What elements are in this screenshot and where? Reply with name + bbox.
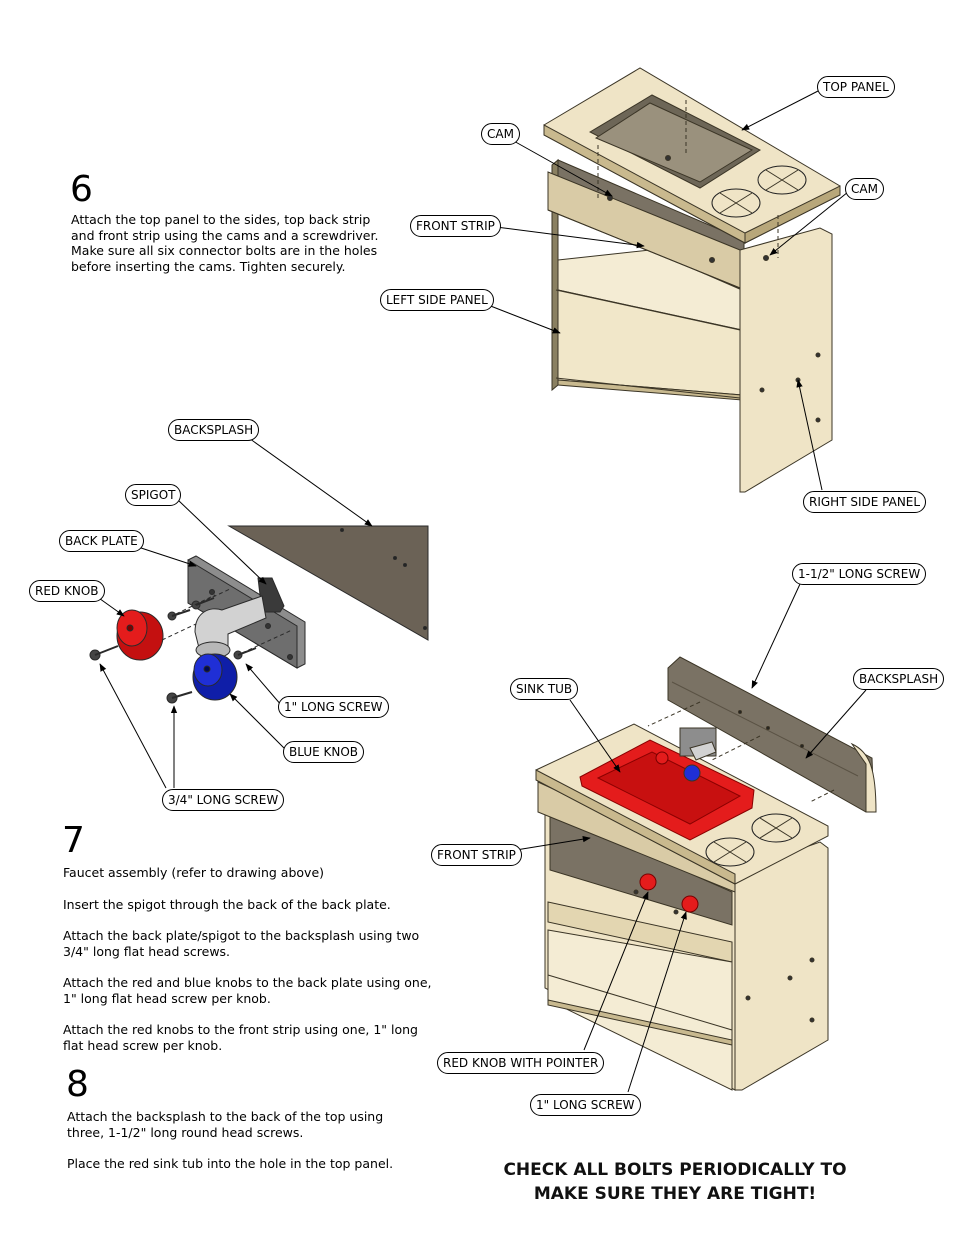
- step-7-paragraph: Insert the spigot through the back of th…: [63, 896, 391, 912]
- callout-blue-knob: BLUE KNOB: [283, 741, 365, 763]
- step-7-paragraph: Attach the back plate/spigot to the back…: [63, 928, 420, 959]
- faucet-leader-lines: [95, 435, 373, 789]
- callout-three-quarter-screw: 3/4" LONG SCREW: [162, 789, 285, 811]
- step-7-number: 7: [62, 820, 85, 861]
- callout-front-strip-2: FRONT STRIP: [431, 844, 522, 866]
- step-6-number: 6: [70, 169, 93, 210]
- callout-front-strip: FRONT STRIP: [410, 215, 501, 237]
- blue-knob-drawing: [192, 653, 238, 701]
- callout-backsplash-2: BACKSPLASH: [853, 668, 945, 690]
- step6-leader-lines: [487, 89, 849, 491]
- safety-warning: CHECK ALL BOLTS PERIODICALLY TO MAKE SUR…: [470, 1158, 880, 1206]
- callout-red-knob-pointer: RED KNOB WITH POINTER: [437, 1052, 605, 1074]
- callout-top-panel: TOP PANEL: [817, 76, 895, 98]
- callout-backsplash: BACKSPLASH: [168, 419, 260, 441]
- step-8-number: 8: [66, 1064, 89, 1105]
- step-7-paragraph: Attach the red knobs to the front strip …: [63, 1022, 418, 1053]
- step-6-paragraph: Attach the top panel to the sides, top b…: [71, 212, 379, 274]
- faucet-exploded-drawing: [89, 525, 429, 704]
- step-8-instructions: Attach the backsplash to the back of the…: [67, 1109, 412, 1188]
- warning-line-2: MAKE SURE THEY ARE TIGHT!: [533, 1184, 817, 1204]
- callout-cam-right: CAM: [845, 178, 884, 200]
- step-7-paragraph: Faucet assembly (refer to drawing above): [63, 865, 325, 880]
- red-sink-drawing: [579, 739, 755, 841]
- callout-right-side-panel: RIGHT SIDE PANEL: [803, 491, 927, 513]
- step8-leader-lines: [515, 583, 867, 1093]
- callout-spigot: SPIGOT: [125, 484, 182, 506]
- step8-kitchen-drawing: [535, 656, 877, 1091]
- step-8-paragraph: Attach the backsplash to the back of the…: [67, 1109, 384, 1140]
- step-6-instructions: Attach the top panel to the sides, top b…: [71, 212, 381, 290]
- red-knob-drawing: [116, 609, 164, 661]
- callout-left-side-panel: LEFT SIDE PANEL: [380, 289, 494, 311]
- callout-sink-tub: SINK TUB: [510, 678, 579, 700]
- step-8-paragraph: Place the red sink tub into the hole in …: [67, 1156, 394, 1171]
- callout-one-inch-screw-2: 1" LONG SCREW: [530, 1094, 641, 1116]
- step-7-instructions: Faucet assembly (refer to drawing above)…: [63, 865, 433, 1069]
- warning-line-1: CHECK ALL BOLTS PERIODICALLY TO: [503, 1160, 847, 1180]
- step6-cabinet-drawing: [543, 67, 841, 493]
- callout-cam-left: CAM: [481, 123, 520, 145]
- callout-red-knob: RED KNOB: [29, 580, 105, 602]
- callout-one-half-screw: 1-1/2" LONG SCREW: [792, 563, 927, 585]
- top-panel-drawing: [543, 67, 841, 244]
- callout-back-plate: BACK PLATE: [59, 530, 144, 552]
- callout-one-inch-screw: 1" LONG SCREW: [278, 696, 389, 718]
- step-7-paragraph: Attach the red and blue knobs to the bac…: [63, 975, 432, 1006]
